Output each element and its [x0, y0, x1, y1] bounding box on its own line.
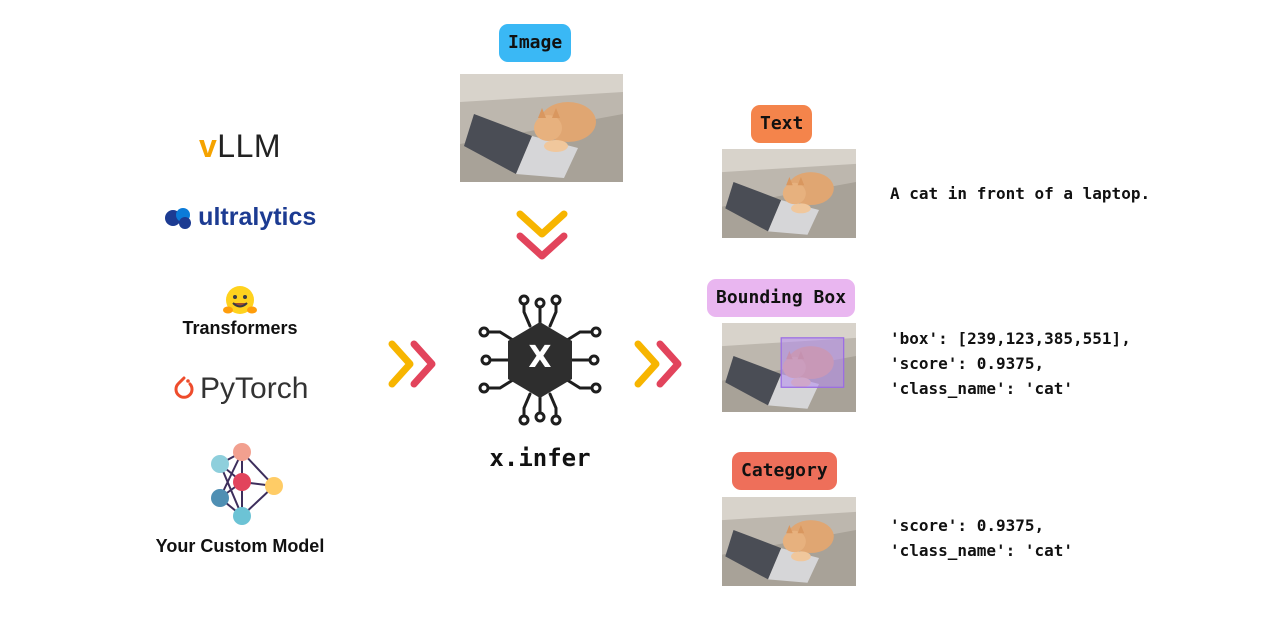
chip-glyph: X [528, 340, 552, 375]
output-text-image [722, 149, 856, 238]
input-image [460, 74, 623, 182]
ultralytics-logo: ultralytics [140, 203, 340, 232]
double-chevron-right-icon [388, 340, 436, 388]
output-bbox-label: Bounding Box [707, 279, 856, 317]
neural-network-icon [211, 443, 283, 525]
output-category-result: 'score': 0.9375, 'class_name': 'cat' [890, 516, 1074, 560]
hugging-face-icon [223, 286, 257, 314]
double-chevron-down-icon [516, 210, 568, 260]
custom-model-label: Your Custom Model [155, 536, 325, 556]
engine-name: x.infer [489, 444, 591, 472]
output-text-label: Text [751, 105, 813, 143]
output-bbox-image [722, 323, 856, 412]
pytorch-logo: PyTorch [140, 372, 340, 406]
vllm-prefix: v [198, 128, 218, 164]
vllm-label: LLM [217, 128, 282, 164]
pytorch-label: PyTorch [200, 372, 309, 405]
vllm-logo: vLLM [140, 128, 340, 165]
output-category-image [722, 497, 856, 586]
transformers-logo: Transformers [140, 284, 340, 339]
output-category-label: Category [732, 452, 837, 490]
pytorch-flame-icon [174, 376, 194, 399]
double-chevron-right-icon [634, 340, 682, 388]
bounding-box-overlay [780, 337, 845, 388]
custom-model-logo: Your Custom Model [140, 438, 340, 557]
output-bbox-result: 'box': [239,123,385,551], 'score': 0.937… [890, 329, 1131, 398]
output-text-result: A cat in front of a laptop. [890, 184, 1151, 203]
transformers-label: Transformers [182, 318, 298, 338]
ultralytics-label: ultralytics [198, 203, 317, 231]
image-label: Image [499, 24, 572, 62]
ultralytics-icon [164, 207, 191, 229]
x-infer-chip-icon [478, 294, 602, 426]
